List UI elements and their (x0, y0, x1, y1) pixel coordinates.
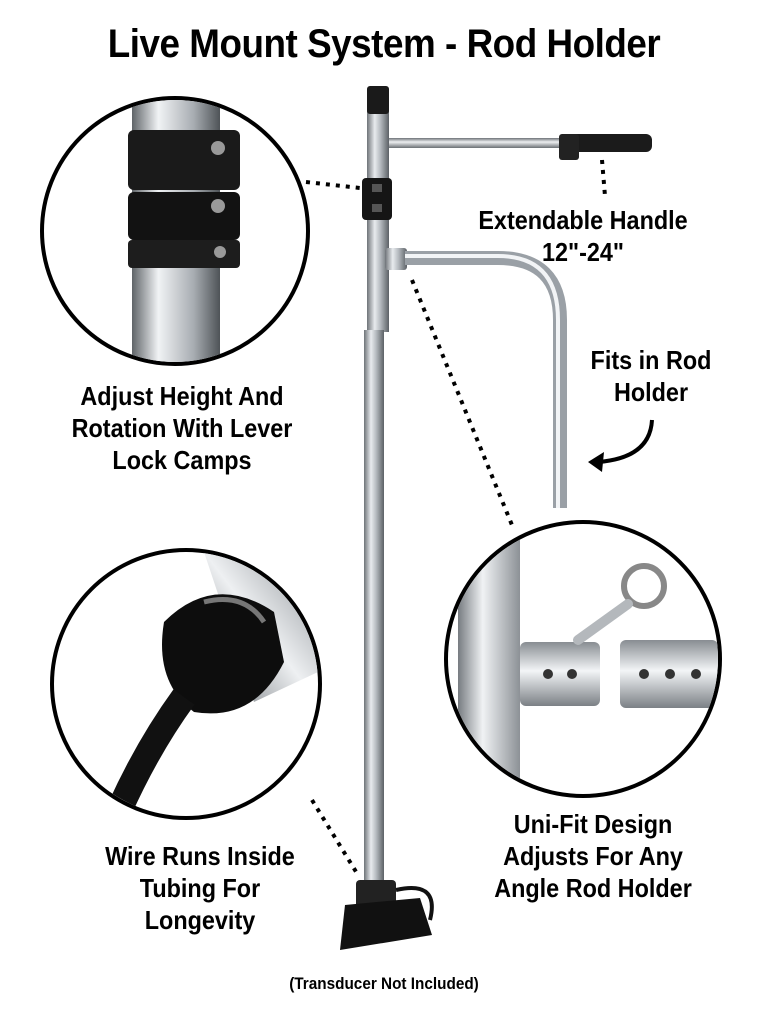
handle-label: Extendable Handle 12"-24" (478, 205, 688, 267)
wire-detail-circle (50, 548, 322, 820)
lower-pole (364, 330, 384, 890)
unifit-label: Uni-Fit Design Adjusts For Any Angle Rod… (494, 809, 692, 903)
handle-grip (560, 134, 652, 152)
lever-lock-clamp (362, 178, 392, 220)
handle-bar (389, 138, 559, 148)
clamp-block-2 (128, 192, 240, 240)
pin-ring (621, 563, 667, 609)
wire-cable (102, 689, 195, 816)
wire-label: Wire Runs Inside Tubing For Longevity (105, 841, 295, 935)
footnote: (Transducer Not Included) (289, 974, 479, 993)
lock-pin (573, 599, 633, 645)
tube-stub (520, 642, 600, 706)
adjust-label: Adjust Height And Rotation With Lever Lo… (71, 381, 293, 475)
leader-lines (305, 159, 607, 877)
clamp-detail-circle (40, 96, 310, 366)
clamp-block-1 (128, 130, 240, 190)
page-title: Live Mount System - Rod Holder (107, 22, 661, 66)
pole-top-cap (367, 86, 389, 114)
curved-arrow (597, 419, 654, 464)
unifit-detail-circle (444, 520, 722, 798)
rod-holder-label: Fits in Rod Holder (590, 345, 712, 407)
end-cap (162, 594, 284, 714)
transducer (340, 898, 432, 950)
rod-arm-collar (385, 248, 407, 270)
clamp-block-3 (128, 240, 240, 268)
rod-holder-arm (405, 251, 567, 508)
